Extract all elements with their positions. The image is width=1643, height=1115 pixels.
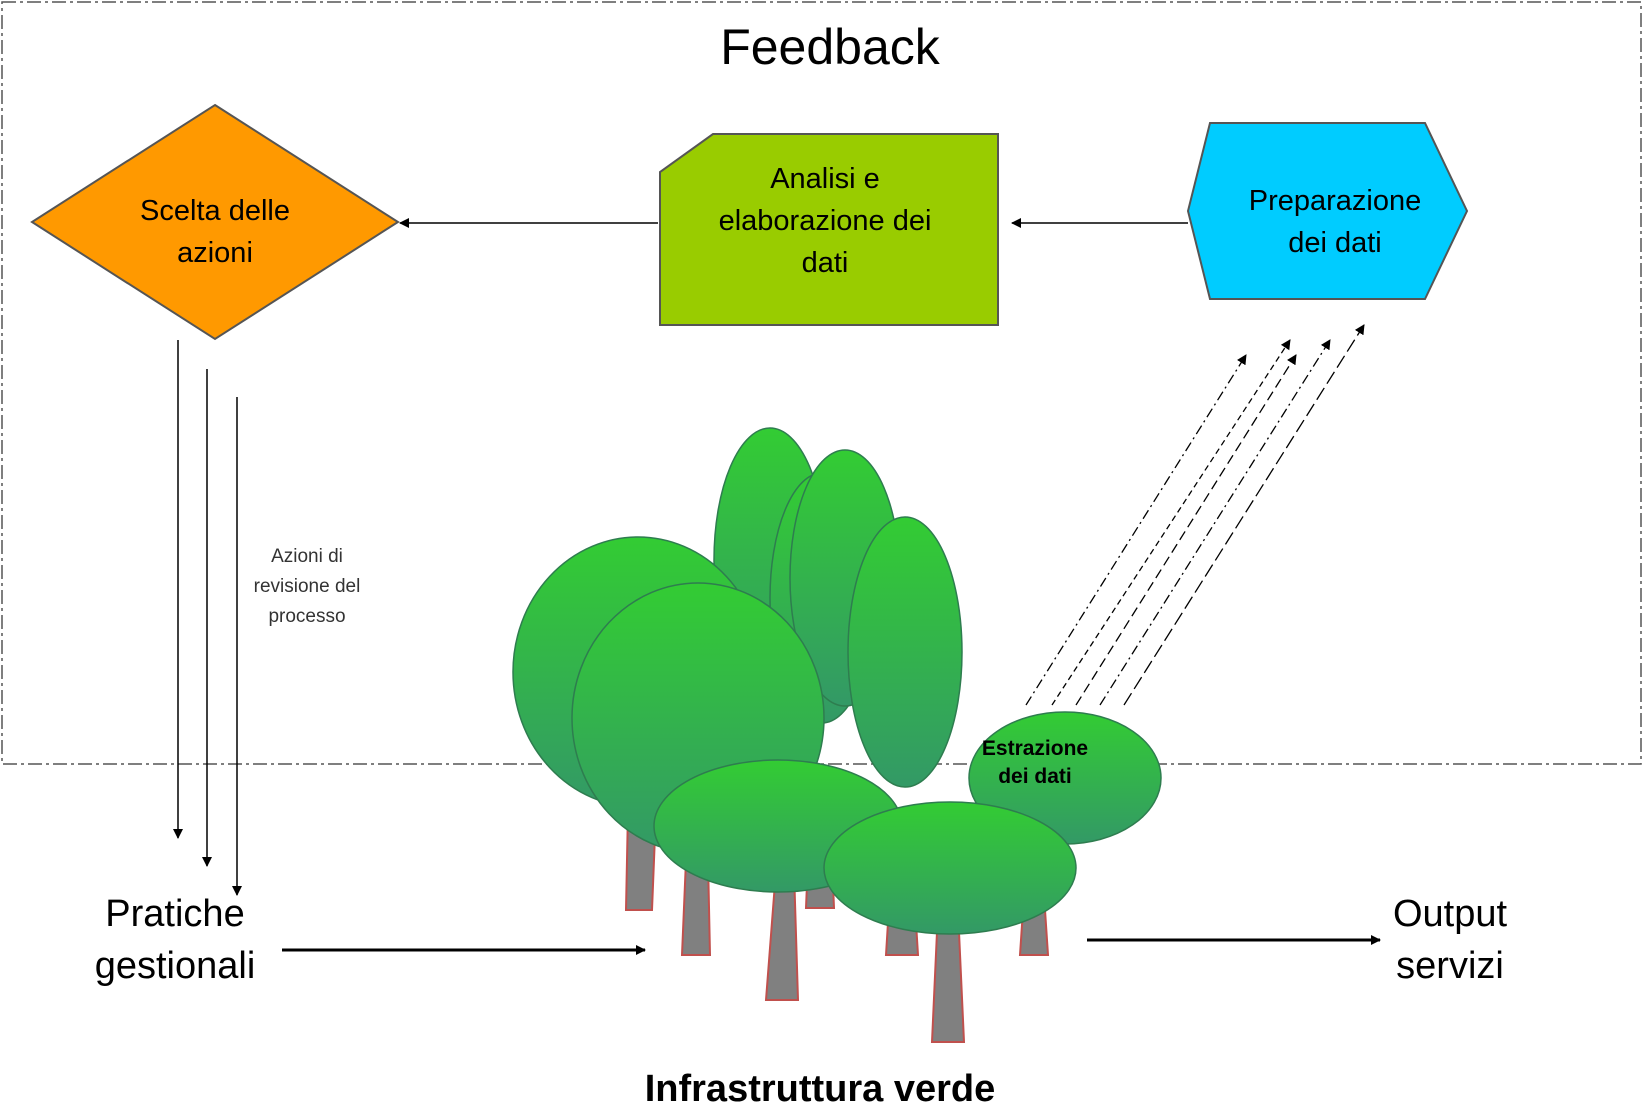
scelta-diamond [30,103,400,341]
arrow-extract-1 [1025,354,1247,706]
feedback-title: Feedback [720,19,940,75]
preparazione-dati-label: Preparazione dei dati [1248,185,1422,259]
estrazione-dati-label: Estrazione dei dati [981,737,1089,788]
analisi-elaborazione-label: Analisi e elaborazione dei dati [718,163,932,279]
infrastruttura-verde-label: Infrastruttura verde [644,1068,996,1110]
output-servizi-label: Output servizi [1392,893,1508,987]
tree-cluster-icon [512,427,1162,1043]
pratiche-gestionali-label: Pratiche gestionali [94,893,256,987]
tree-canopy [847,516,963,788]
arrow-extract-2 [1051,339,1291,706]
tree-canopy [823,801,1077,935]
preparazione-hexagon [1186,122,1469,300]
arrow-extract-5 [1123,324,1365,706]
azioni-revisione-label: Azioni di revisione del processo [253,546,361,627]
arrow-extract-4 [1099,339,1331,706]
arrow-extract-3 [1075,354,1297,706]
analisi-card [659,133,999,326]
scelta-azioni-label: Scelta delle azioni [140,195,290,269]
